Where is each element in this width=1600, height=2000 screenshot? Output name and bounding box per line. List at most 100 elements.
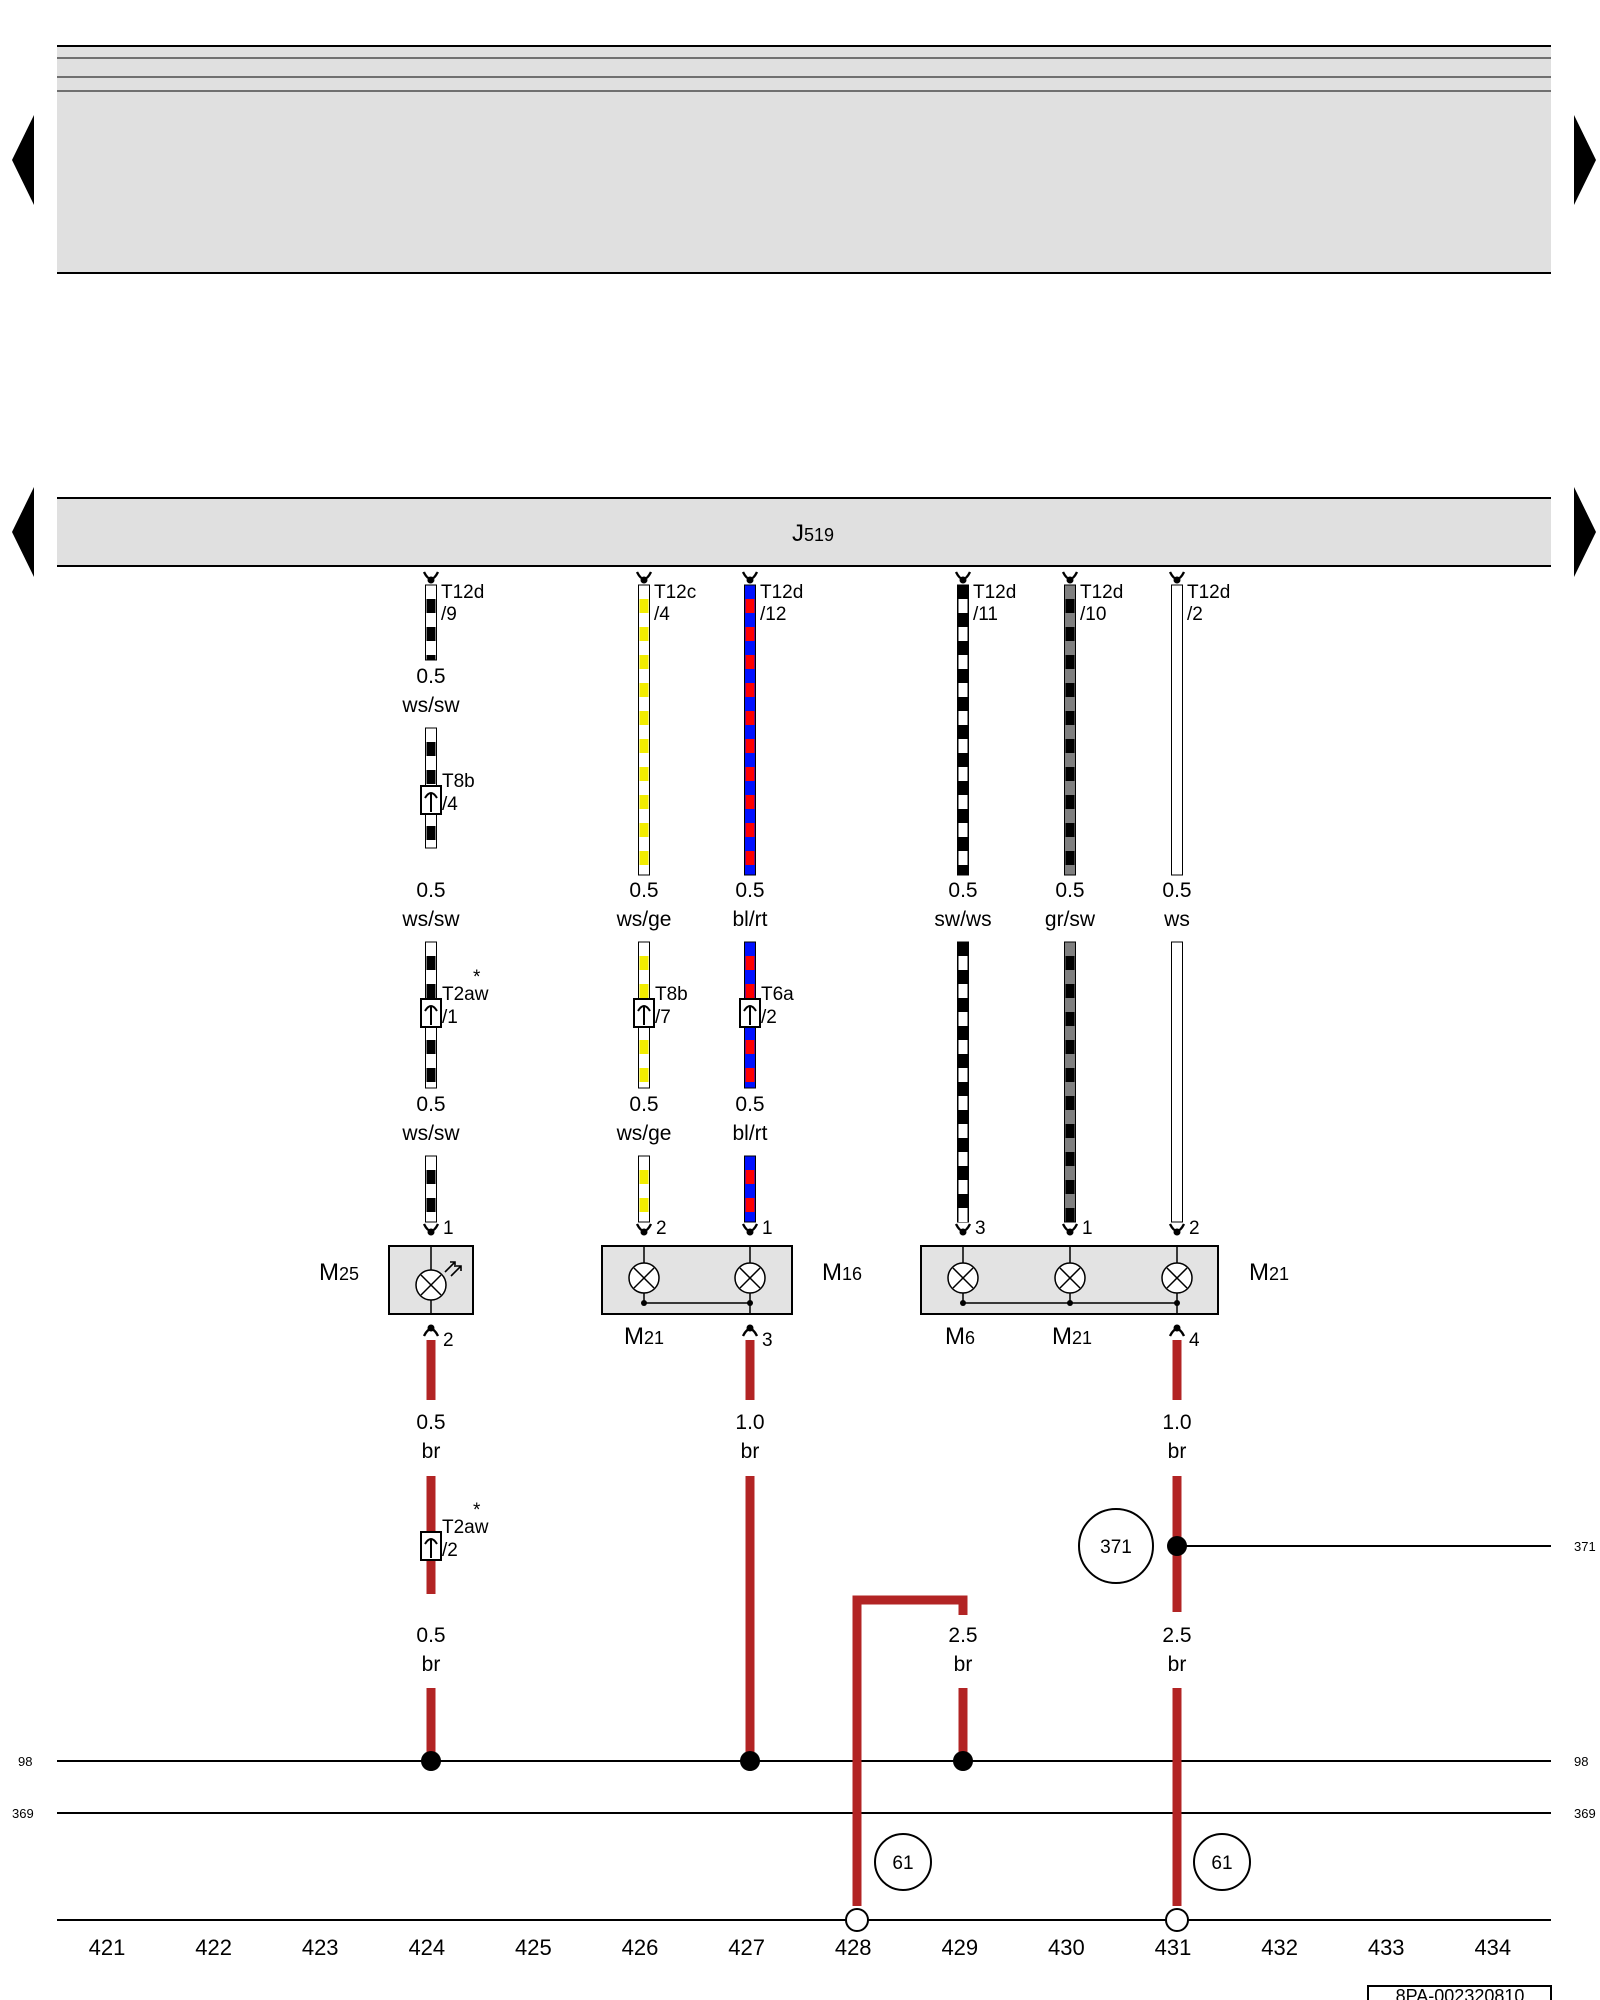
component-pin-label: 1 xyxy=(1082,1218,1093,1239)
svg-text:371: 371 xyxy=(1100,1537,1132,1558)
terminal-pin-icon xyxy=(1061,1223,1079,1236)
lamp-icon xyxy=(415,1269,447,1301)
wire-size-label: 0.5 xyxy=(1162,879,1191,902)
wire-size-label: 0.5 xyxy=(416,665,445,688)
wire-size-label: 0.5 xyxy=(629,1093,658,1116)
ground-connection xyxy=(845,1908,869,1932)
column-number: 431 xyxy=(1155,1935,1192,1960)
header-panel xyxy=(57,45,1551,274)
component-pin-label: 2 xyxy=(656,1218,667,1239)
splice-dot xyxy=(421,1751,441,1771)
connector-t2aw: T2aw/1* xyxy=(420,967,489,1028)
terminal-pin-icon xyxy=(954,571,972,584)
svg-text:61: 61 xyxy=(892,1853,913,1874)
terminal-pin-icon xyxy=(422,571,440,584)
terminal-pin-icon xyxy=(741,1324,759,1337)
wire-segment xyxy=(1171,941,1183,1223)
control-unit-label: J519 xyxy=(792,520,834,547)
component-label-m25: M25 xyxy=(319,1259,359,1286)
component-label-m21: M21 xyxy=(1249,1259,1289,1286)
terminal-pin-icon xyxy=(635,1223,653,1236)
connector-pin-label: /1 xyxy=(442,1007,458,1028)
cross-reference-371[interactable]: 371 xyxy=(1078,1508,1154,1584)
component-pin-label: 3 xyxy=(762,1330,773,1351)
wire-size-label: 0.5 xyxy=(1055,879,1084,902)
column-number: 427 xyxy=(728,1935,765,1960)
ground-point-61[interactable]: 61 xyxy=(874,1833,932,1891)
next-page-arrow-top[interactable] xyxy=(1574,115,1596,205)
wire-color-label: br xyxy=(422,1440,441,1463)
harness-pin-label: /12 xyxy=(760,604,786,625)
component-pin-label: 2 xyxy=(443,1330,454,1351)
harness-pin-label: /11 xyxy=(973,604,998,625)
terminal-pin-icon xyxy=(1168,1223,1186,1236)
lamp-icon xyxy=(628,1262,660,1294)
wire-segment xyxy=(744,1155,756,1223)
terminal-pin-icon xyxy=(635,571,653,584)
control-unit-j519: J519 xyxy=(57,497,1551,567)
wire-size-label: 0.5 xyxy=(629,879,658,902)
column-number: 426 xyxy=(622,1935,659,1960)
lamp-icon xyxy=(1054,1262,1086,1294)
splice-dot xyxy=(740,1751,760,1771)
column-number: 432 xyxy=(1261,1935,1298,1960)
terminal-pin-icon xyxy=(954,1223,972,1236)
connector-label: T2aw xyxy=(442,984,489,1005)
column-number: 433 xyxy=(1368,1935,1405,1960)
wire-size-label: 0.5 xyxy=(735,1093,764,1116)
connector-label: T8b xyxy=(655,984,688,1005)
wire-color-label: ws xyxy=(1163,908,1190,931)
component-m25: M25 xyxy=(319,1245,474,1315)
connector-pin-label: /2 xyxy=(442,1540,458,1561)
terminal-pin-icon xyxy=(422,1223,440,1236)
ground-connection xyxy=(1165,1908,1189,1932)
connector-label: T6a xyxy=(761,984,794,1005)
harness-connector-label: T12c xyxy=(654,582,696,603)
ground-point-61[interactable]: 61 xyxy=(1193,1833,1251,1891)
terminal-pin-icon xyxy=(741,1223,759,1236)
bus-lines: 98 369 98 369 371 xyxy=(12,1539,1596,1921)
harness-pin-label: /9 xyxy=(441,604,457,625)
harness-pin-label: /2 xyxy=(1187,604,1203,625)
splice-dot xyxy=(953,1751,973,1771)
document-id: 8PA-002320810 xyxy=(1367,1985,1552,2000)
wire-size-label: 1.0 xyxy=(1162,1411,1191,1434)
next-page-arrow-bottom[interactable] xyxy=(1574,487,1596,577)
lamp-label-m21: M21 xyxy=(624,1323,664,1350)
component-pin-label: 4 xyxy=(1189,1330,1200,1351)
harness-connector-label: T12d xyxy=(1080,582,1123,603)
wire-color-label: ws/sw xyxy=(401,1122,460,1145)
connector-t8b: T8b/7 xyxy=(633,984,688,1028)
column-number: 428 xyxy=(835,1935,872,1960)
component-pin-label: 1 xyxy=(762,1218,773,1239)
column-number: 423 xyxy=(302,1935,339,1960)
wire-color-label: br xyxy=(1168,1653,1187,1676)
wire-segment xyxy=(638,584,650,876)
connector-pin-label: /4 xyxy=(442,794,458,815)
svg-text:8PA-002320810: 8PA-002320810 xyxy=(1396,1986,1525,2000)
wire-size-label: 0.5 xyxy=(416,1411,445,1434)
component-label-m16: M16 xyxy=(822,1259,862,1286)
lamp-label-m21: M21 xyxy=(1052,1323,1092,1350)
wire-color-label: br xyxy=(954,1653,973,1676)
wire-color-label: ws/ge xyxy=(616,1122,672,1145)
wire-color-label: sw/ws xyxy=(934,908,991,931)
wire-segment xyxy=(957,941,969,1223)
terminal-pin-icon xyxy=(1168,571,1186,584)
led-emission-icon xyxy=(444,1261,462,1277)
column-number: 429 xyxy=(941,1935,978,1960)
wires-layer: T12d/9T12c/4T12d/12T12d/11T12d/10T12d/20… xyxy=(401,571,1230,1932)
lamp-icon xyxy=(1161,1262,1193,1294)
connector-t6a: T6a/2 xyxy=(739,984,794,1028)
connector-label: T2aw xyxy=(442,1517,489,1538)
prev-page-arrow-top[interactable] xyxy=(12,115,34,205)
connector-t8b: T8b/4 xyxy=(420,771,475,815)
prev-page-arrow-bottom[interactable] xyxy=(12,487,34,577)
column-number: 421 xyxy=(89,1935,126,1960)
wire-segment xyxy=(1064,584,1076,876)
wire-color-label: ws/ge xyxy=(616,908,672,931)
connector-t2aw: T2aw/2* xyxy=(420,1500,489,1561)
wire-color-label: bl/rt xyxy=(732,908,767,931)
